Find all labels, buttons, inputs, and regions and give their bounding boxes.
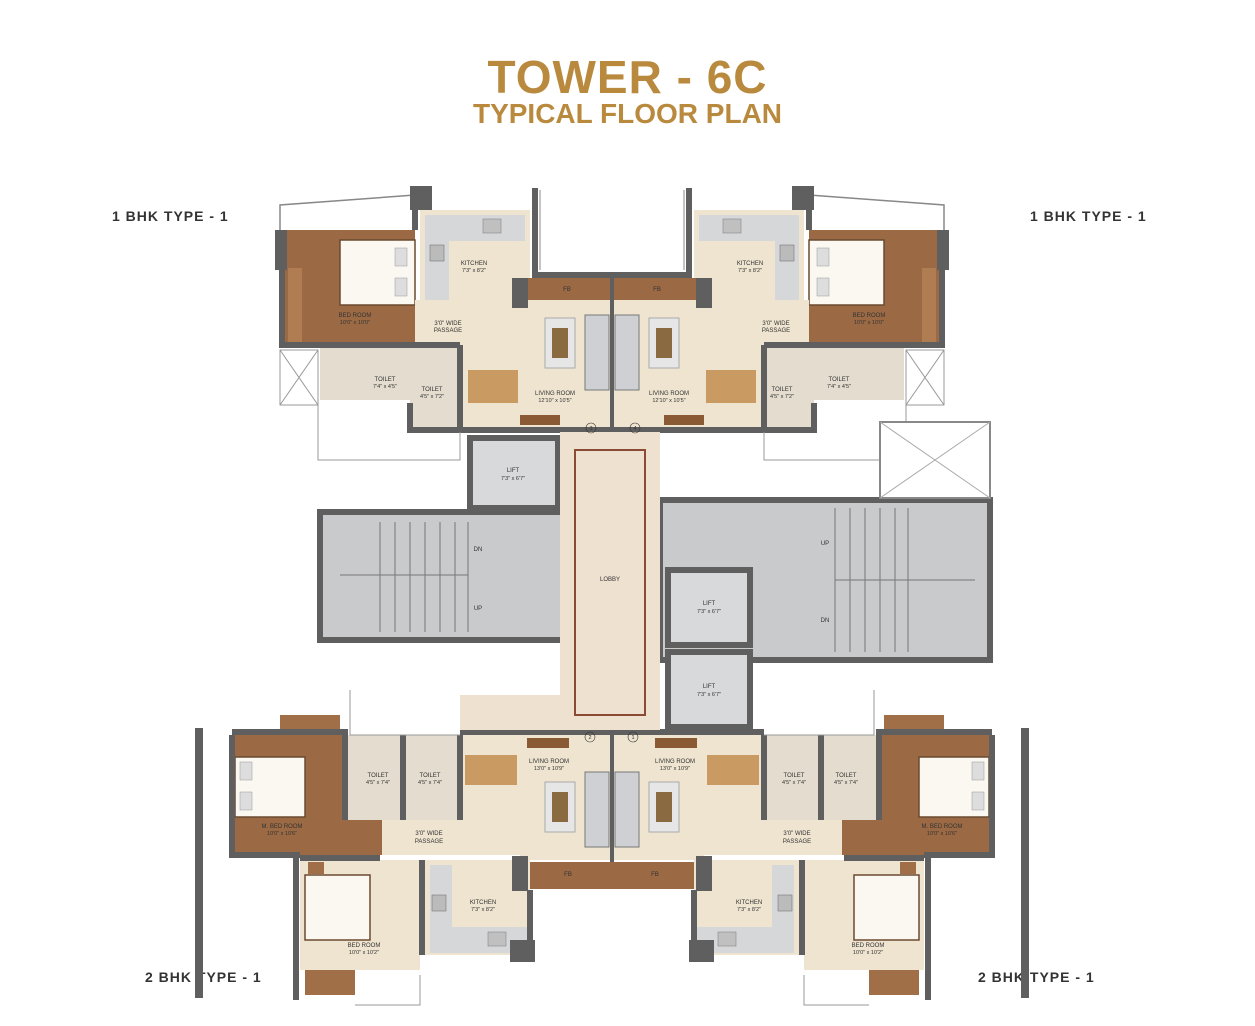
kitchen-label: KITCHEN	[461, 261, 487, 267]
unit-type-top-right: 1 BHK TYPE - 1	[1030, 208, 1147, 224]
passage-label: 3'0" WIDE	[434, 321, 461, 327]
lobby-label: LOBBY	[600, 577, 620, 583]
kitchen-dim-label: 7'3" x 8'2"	[738, 268, 762, 274]
toilet1-dim-label: 7'4" x 4'5"	[827, 384, 851, 390]
labels-bottom-left: M. BED ROOM 10'0" x 10'6" TOILET 4'5" x …	[261, 731, 596, 956]
toilet2-label: TOILET	[420, 773, 441, 779]
bedroom-label: BED ROOM	[852, 943, 885, 949]
living-label: LIVING ROOM	[535, 391, 575, 397]
bedroom-label: BED ROOM	[339, 313, 372, 319]
lift-label: LIFT	[507, 468, 520, 474]
bedroom-dim-label: 10'0" x 10'0"	[854, 320, 884, 326]
bedroom-label: BED ROOM	[853, 313, 886, 319]
passage-label: 3'0" WIDE	[415, 831, 442, 837]
kitchen-dim-label: 7'3" x 8'2"	[462, 268, 486, 274]
stair-dn-label: DN	[474, 547, 483, 553]
stair-up-label: UP	[474, 606, 482, 612]
passage-label: 3'0" WIDE	[762, 321, 789, 327]
mbedroom-dim-label: 10'0" x 10'6"	[927, 831, 957, 837]
mbedroom-dim-label: 10'0" x 10'6"	[267, 831, 297, 837]
passage2-label: PASSAGE	[415, 839, 443, 845]
toilet2-label: TOILET	[772, 387, 793, 393]
kitchen-label: KITCHEN	[470, 900, 496, 906]
core: LOBBY LIFT 7'3" x 6'7" LIFT 7'3" x 6'7" …	[317, 421, 993, 730]
flat-no-label: 2	[588, 735, 591, 741]
toilet2-label: TOILET	[784, 773, 805, 779]
kitchen-label: KITCHEN	[737, 261, 763, 267]
passage-label: 3'0" WIDE	[783, 831, 810, 837]
stair-up-label: UP	[821, 541, 829, 547]
toilet1-dim-label: 7'4" x 4'5"	[373, 384, 397, 390]
lift-dim: 7'3" x 6'7"	[697, 692, 721, 698]
labels-top-right: KITCHEN 7'3" x 8'2" FB BED ROOM 10'0" x …	[629, 261, 886, 434]
living-label: LIVING ROOM	[529, 759, 569, 765]
living-dim-label: 12'10" x 10'5"	[652, 398, 685, 404]
mbedroom-label: M. BED ROOM	[261, 824, 302, 830]
flat-no-label: 4	[633, 426, 636, 432]
flat-no-label: 1	[631, 735, 634, 741]
stair-dn-label: DN	[821, 618, 830, 624]
toilet1-dim-label: 4'5" x 7'4"	[366, 780, 390, 786]
labels-bottom-right: M. BED ROOM 10'0" x 10'6" TOILET 4'5" x …	[627, 731, 963, 956]
fb-label: FB	[653, 287, 661, 293]
toilet1-label: TOILET	[375, 377, 396, 383]
unit-type-top-left: 1 BHK TYPE - 1	[112, 208, 229, 224]
bedroom-dim-label: 10'0" x 10'2"	[349, 950, 379, 956]
passage2-label: PASSAGE	[434, 328, 462, 334]
plan-title: TOWER - 6C	[487, 51, 768, 103]
unit-bottom-left	[195, 690, 612, 1005]
bedroom-dim-label: 10'0" x 10'2"	[853, 950, 883, 956]
plan-subtitle: TYPICAL FLOOR PLAN	[472, 98, 783, 129]
toilet2-dim-label: 4'5" x 7'4"	[418, 780, 442, 786]
toilet1-label: TOILET	[368, 773, 389, 779]
toilet2-dim-label: 4'5" x 7'2"	[770, 394, 794, 400]
toilet1-label: TOILET	[829, 377, 850, 383]
mbedroom-label: M. BED ROOM	[921, 824, 962, 830]
toilet2-dim-label: 4'5" x 7'4"	[782, 780, 806, 786]
labels-top-left: KITCHEN 7'3" x 8'2" FB BED ROOM 10'0" x …	[339, 261, 597, 434]
bedroom-label: BED ROOM	[348, 943, 381, 949]
toilet1-dim-label: 4'5" x 7'4"	[834, 780, 858, 786]
unit-type-bottom-right: 2 BHK TYPE - 1	[978, 969, 1095, 985]
bedroom-dim-label: 10'0" x 10'0"	[340, 320, 370, 326]
toilet1-label: TOILET	[836, 773, 857, 779]
kitchen-dim-label: 7'3" x 8'2"	[471, 907, 495, 913]
unit-bottom-right	[612, 690, 1029, 1005]
kitchen-label: KITCHEN	[736, 900, 762, 906]
fb-label: FB	[563, 287, 571, 293]
lift-label: LIFT	[703, 601, 716, 607]
kitchen-dim-label: 7'3" x 8'2"	[737, 907, 761, 913]
passage2-label: PASSAGE	[762, 328, 790, 334]
living-label: LIVING ROOM	[649, 391, 689, 397]
living-dim-label: 13'0" x 10'9"	[534, 766, 564, 772]
living-dim-label: 12'10" x 10'5"	[538, 398, 571, 404]
flat-no-label: 3	[589, 426, 592, 432]
toilet2-dim-label: 4'5" x 7'2"	[420, 394, 444, 400]
passage2-label: PASSAGE	[783, 839, 811, 845]
lift-dim: 7'3" x 6'7"	[697, 609, 721, 615]
living-label: LIVING ROOM	[655, 759, 695, 765]
lift-dim: 7'3" x 6'7"	[501, 476, 525, 482]
toilet2-label: TOILET	[422, 387, 443, 393]
living-dim-label: 13'0" x 10'9"	[660, 766, 690, 772]
fb-label: FB	[564, 872, 572, 878]
fb-label: FB	[651, 872, 659, 878]
lift-label: LIFT	[703, 684, 716, 690]
